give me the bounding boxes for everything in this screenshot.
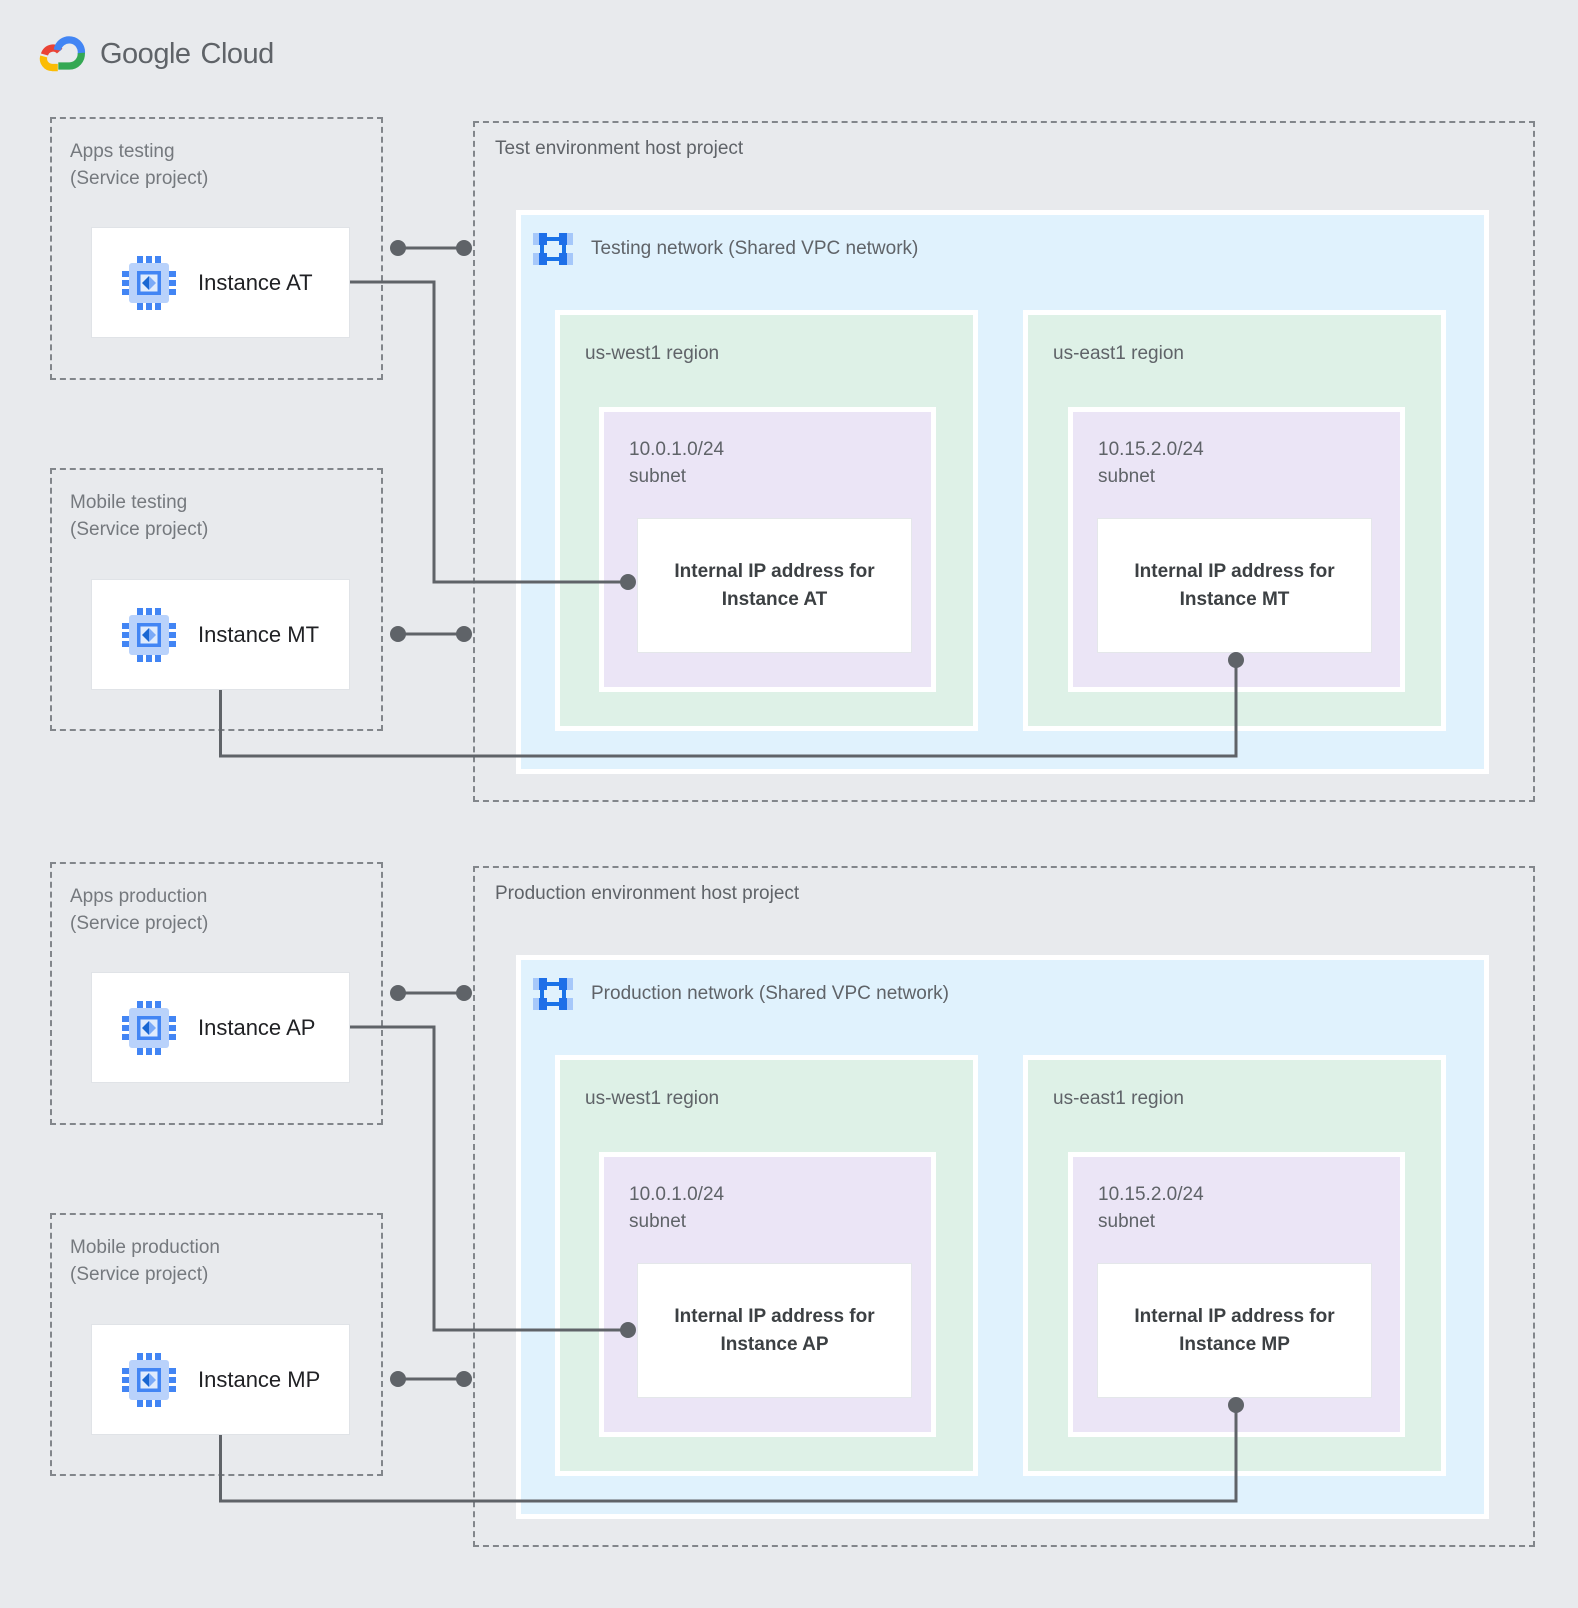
service-project-label: Apps testing (Service project) <box>70 138 208 192</box>
service-project-type: (Service project) <box>70 168 209 189</box>
vpc-network-icon <box>533 233 573 265</box>
subnet-cidr: 10.0.1.0/24 <box>629 439 725 460</box>
internal-ip-instance-mt: Internal IP address for Instance MT <box>1097 518 1372 653</box>
service-project-mobile-testing <box>50 468 383 731</box>
ip-line1: Internal IP address for <box>1134 560 1335 582</box>
ip-line1: Internal IP address for <box>674 560 875 582</box>
google-cloud-logo-icon <box>39 36 86 72</box>
region-label: us-west1 region <box>585 343 720 364</box>
network-test-label: Testing network (Shared VPC network) <box>591 238 919 259</box>
compute-engine-icon <box>122 1352 176 1407</box>
service-project-name: Mobile production <box>70 1237 220 1258</box>
instance-at-card: Instance AT <box>91 227 350 338</box>
logo-product-text: Cloud <box>200 37 275 70</box>
subnet-cidr: 10.15.2.0/24 <box>1098 439 1204 460</box>
ip-line1: Internal IP address for <box>674 1305 875 1327</box>
region-label: us-west1 region <box>585 1088 720 1109</box>
internal-ip-instance-mp: Internal IP address for Instance MP <box>1097 1263 1372 1398</box>
service-project-label: Mobile testing (Service project) <box>70 489 208 543</box>
region-label: us-east1 region <box>1053 1088 1184 1109</box>
subnet-label: subnet <box>629 466 687 487</box>
instance-mt-card: Instance MT <box>91 579 350 690</box>
compute-engine-icon <box>122 1000 176 1055</box>
subnet-label: subnet <box>1098 1211 1156 1232</box>
service-project-mobile-production <box>50 1213 383 1476</box>
logo-brand-text: Google <box>100 37 191 70</box>
service-project-name: Apps production <box>70 886 208 907</box>
ip-line2: Instance AP <box>720 1333 829 1355</box>
instance-ap-card: Instance AP <box>91 972 350 1083</box>
endpoint-dot <box>390 626 406 642</box>
ip-line2: Instance AT <box>721 588 828 610</box>
host-project-test-title: Test environment host project <box>495 138 744 159</box>
compute-engine-icon <box>122 255 176 310</box>
ip-line2: Instance MT <box>1179 588 1290 610</box>
region-label: us-east1 region <box>1053 343 1184 364</box>
endpoint-dot <box>456 985 472 1001</box>
host-project-production-title: Production environment host project <box>495 883 800 904</box>
ip-line2: Instance MP <box>1179 1333 1290 1355</box>
service-project-type: (Service project) <box>70 1264 209 1285</box>
compute-engine-icon <box>122 607 176 662</box>
service-project-label: Mobile production (Service project) <box>70 1234 220 1288</box>
service-project-type: (Service project) <box>70 913 209 934</box>
endpoint-dot <box>390 1371 406 1387</box>
instance-label: Instance AT <box>198 269 313 295</box>
instance-label: Instance AP <box>198 1014 316 1040</box>
service-project-name: Mobile testing <box>70 492 188 513</box>
network-test-header: Testing network (Shared VPC network) <box>521 215 1484 268</box>
ip-line1: Internal IP address for <box>1134 1305 1335 1327</box>
subnet-cidr: 10.0.1.0/24 <box>629 1184 725 1205</box>
network-production-header: Production network (Shared VPC network) <box>521 960 1484 1013</box>
service-project-type: (Service project) <box>70 519 209 540</box>
endpoint-dot <box>390 240 406 256</box>
endpoint-dot <box>456 240 472 256</box>
endpoint-dot <box>456 1371 472 1387</box>
service-project-apps-production <box>50 862 383 1125</box>
instance-label: Instance MT <box>198 621 320 647</box>
subnet-label: subnet <box>1098 466 1156 487</box>
service-project-name: Apps testing <box>70 141 175 162</box>
instance-label: Instance MP <box>198 1366 321 1392</box>
service-project-label: Apps production (Service project) <box>70 883 208 937</box>
endpoint-dot <box>456 626 472 642</box>
network-production-label: Production network (Shared VPC network) <box>591 983 949 1004</box>
subnet-label: subnet <box>629 1211 687 1232</box>
internal-ip-instance-ap: Internal IP address for Instance AP <box>637 1263 912 1398</box>
subnet-cidr: 10.15.2.0/24 <box>1098 1184 1204 1205</box>
endpoint-dot <box>390 985 406 1001</box>
internal-ip-instance-at: Internal IP address for Instance AT <box>637 518 912 653</box>
service-project-apps-testing <box>50 117 383 380</box>
google-cloud-logo: Google Cloud <box>38 36 274 72</box>
instance-mp-card: Instance MP <box>91 1324 350 1435</box>
vpc-network-icon <box>533 978 573 1010</box>
